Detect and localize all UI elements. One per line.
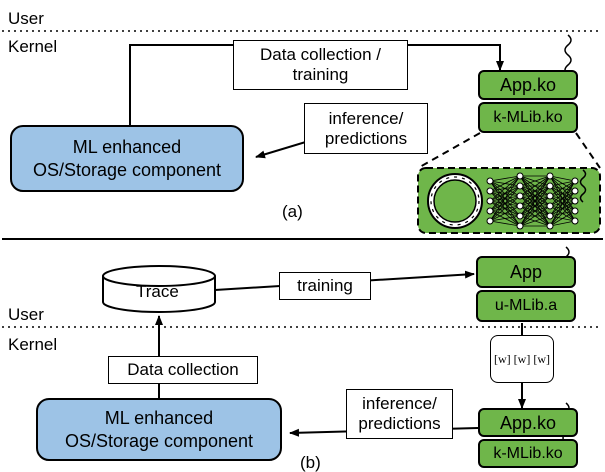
nn-edge — [519, 175, 551, 197]
data-collection-training-box: Data collection / training — [233, 40, 408, 90]
nn-edge — [549, 190, 576, 227]
nn-node — [516, 192, 524, 200]
nn-edge — [519, 175, 551, 187]
nn-node — [486, 207, 494, 215]
ml-component-line2-b: OS/Storage component — [64, 430, 254, 451]
database-cylinder-icon — [102, 265, 216, 313]
nn-edge — [489, 215, 521, 222]
nn-edge — [549, 220, 576, 227]
nn-edge — [549, 180, 576, 187]
nn-node — [571, 217, 579, 225]
nn-edge — [549, 180, 576, 227]
nn-node — [486, 217, 494, 225]
app-ko-module: App.ko — [478, 70, 578, 100]
caption-b: (b) — [300, 453, 321, 472]
trace-label: Trace — [136, 282, 179, 301]
nn-node — [546, 192, 554, 200]
thread-squiggle-icon — [579, 169, 587, 203]
nn-node — [571, 207, 579, 215]
nn-node — [571, 197, 579, 205]
ml-component-line1-b: ML enhanced — [104, 408, 214, 428]
nn-node — [516, 202, 524, 210]
nn-node — [516, 212, 524, 220]
ml-enhanced-component: ML enhanced OS/Storage component — [10, 125, 244, 192]
caption-a: (a) — [282, 202, 303, 221]
nn-edge — [489, 205, 521, 222]
ml-component-line1: ML enhanced — [72, 137, 182, 157]
nn-node — [516, 172, 524, 180]
neural-network-icon — [486, 172, 579, 230]
u-mlib-a-module: u-MLib.a — [476, 290, 576, 322]
nn-edge — [489, 175, 521, 202]
nn-edge — [489, 175, 521, 212]
inference-predictions-box-b: inference/ predictions — [346, 389, 453, 439]
nn-node — [546, 202, 554, 210]
ring-icon — [427, 173, 483, 229]
ml-component-line2: OS/Storage component — [32, 159, 222, 180]
nn-edge — [489, 175, 521, 192]
nn-edge — [549, 175, 576, 182]
k-mlib-ko-module: k-MLib.ko — [478, 102, 578, 133]
nn-edge — [489, 195, 521, 222]
nn-node — [571, 187, 579, 195]
nn-edge — [549, 200, 576, 227]
app-ko-module-b: App.ko — [478, 408, 578, 437]
nn-node — [516, 182, 524, 190]
nn-edge — [489, 220, 521, 227]
nn-edge — [549, 180, 576, 217]
k-mlib-ko-module-b: k-MLib.ko — [478, 439, 578, 468]
nn-edge — [489, 175, 521, 182]
data-collection-box: Data collection — [108, 356, 258, 384]
nn-node — [516, 222, 524, 230]
nn-edge — [549, 210, 576, 227]
nn-node — [546, 212, 554, 220]
nn-node — [546, 222, 554, 230]
nn-edge — [519, 175, 551, 207]
kernel-space-label-b: Kernel — [8, 335, 58, 354]
user-space-label: User — [8, 9, 44, 28]
training-box: training — [279, 272, 371, 300]
nn-node — [546, 182, 554, 190]
nn-edge — [519, 175, 551, 227]
nn-edge — [519, 185, 551, 227]
zoom-line-right — [575, 132, 601, 169]
nn-edge — [519, 195, 551, 227]
ml-enhanced-component-b: ML enhanced OS/Storage component — [36, 398, 282, 461]
weights-box: [w] [w] [w] — [490, 335, 554, 383]
nn-node — [486, 197, 494, 205]
nn-edge — [549, 180, 576, 207]
nn-node — [486, 187, 494, 195]
nn-edge — [519, 175, 551, 217]
inference-predictions-box: inference/ predictions — [304, 103, 428, 154]
nn-edge — [519, 215, 551, 227]
nn-node — [546, 172, 554, 180]
nn-edge — [519, 205, 551, 227]
nn-edge — [489, 175, 521, 222]
kernel-space-label: Kernel — [8, 37, 58, 56]
nn-edge — [549, 180, 576, 197]
app-module: App — [476, 256, 576, 288]
user-space-label-b: User — [8, 305, 44, 324]
nn-node — [571, 177, 579, 185]
nn-node — [486, 177, 494, 185]
nn-edge — [489, 185, 521, 222]
